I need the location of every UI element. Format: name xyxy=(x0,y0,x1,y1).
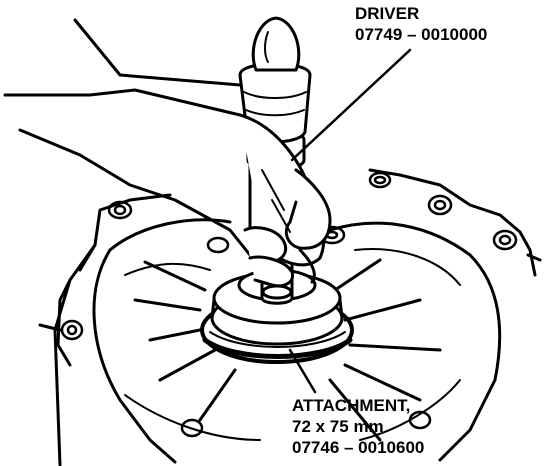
case-web-lines xyxy=(124,248,461,441)
case-inner-rim-left xyxy=(92,248,177,464)
palm-crease xyxy=(261,169,291,233)
bolt-hole-5-inner xyxy=(498,234,512,246)
bolt-hole-3 xyxy=(368,171,392,189)
attachment-callout: ATTACHMENT, 72 x 75 mm 07746 – 0010600 xyxy=(292,395,424,458)
bolt-hole-1-inner xyxy=(113,204,127,216)
driver-grip-ridges xyxy=(243,91,307,117)
attachment-part-number: 07746 – 0010600 xyxy=(292,438,425,457)
sleeve-line xyxy=(3,88,242,117)
bolt-hole-8 xyxy=(180,418,204,438)
case-rib-1 xyxy=(133,260,237,422)
bolt-hole-4-inner xyxy=(433,199,447,211)
bolt-hole-5 xyxy=(492,229,518,251)
driver-part-number: 07749 – 0010000 xyxy=(355,25,488,44)
transmission-case xyxy=(38,168,542,466)
driver-leader-line xyxy=(290,48,412,162)
driver-name: DRIVER xyxy=(355,4,420,23)
attachment-seat-dark xyxy=(202,337,353,359)
driver-callout: DRIVER 07749 – 0010000 xyxy=(355,3,487,45)
bolt-hole-7 xyxy=(206,236,230,254)
finger-2 xyxy=(248,255,295,288)
case-rib-2 xyxy=(328,258,442,442)
sleeve-upper-line xyxy=(73,18,242,87)
attachment-name: ATTACHMENT, xyxy=(292,396,411,415)
attachment-size: 72 x 75 mm xyxy=(292,417,384,436)
driver-knob-highlight xyxy=(264,31,269,63)
bolt-holes xyxy=(60,171,518,438)
bolt-hole-3-inner xyxy=(373,175,387,185)
bolt-hole-1 xyxy=(107,200,133,220)
finger-3 xyxy=(288,200,316,284)
bolt-hole-9 xyxy=(408,410,432,430)
bolt-hole-2 xyxy=(60,319,84,341)
attachment-leader-line xyxy=(288,348,317,394)
thumb xyxy=(284,168,332,250)
leader-lines xyxy=(288,48,412,394)
bolt-hole-4 xyxy=(427,194,453,216)
case-inner-rim xyxy=(108,218,502,462)
attachment-ring-band xyxy=(209,331,346,348)
hand xyxy=(3,18,332,288)
bolt-hole-2-inner xyxy=(66,324,78,336)
driver-knob xyxy=(251,16,301,72)
case-left-flange xyxy=(38,243,97,367)
forearm-line xyxy=(18,128,252,257)
